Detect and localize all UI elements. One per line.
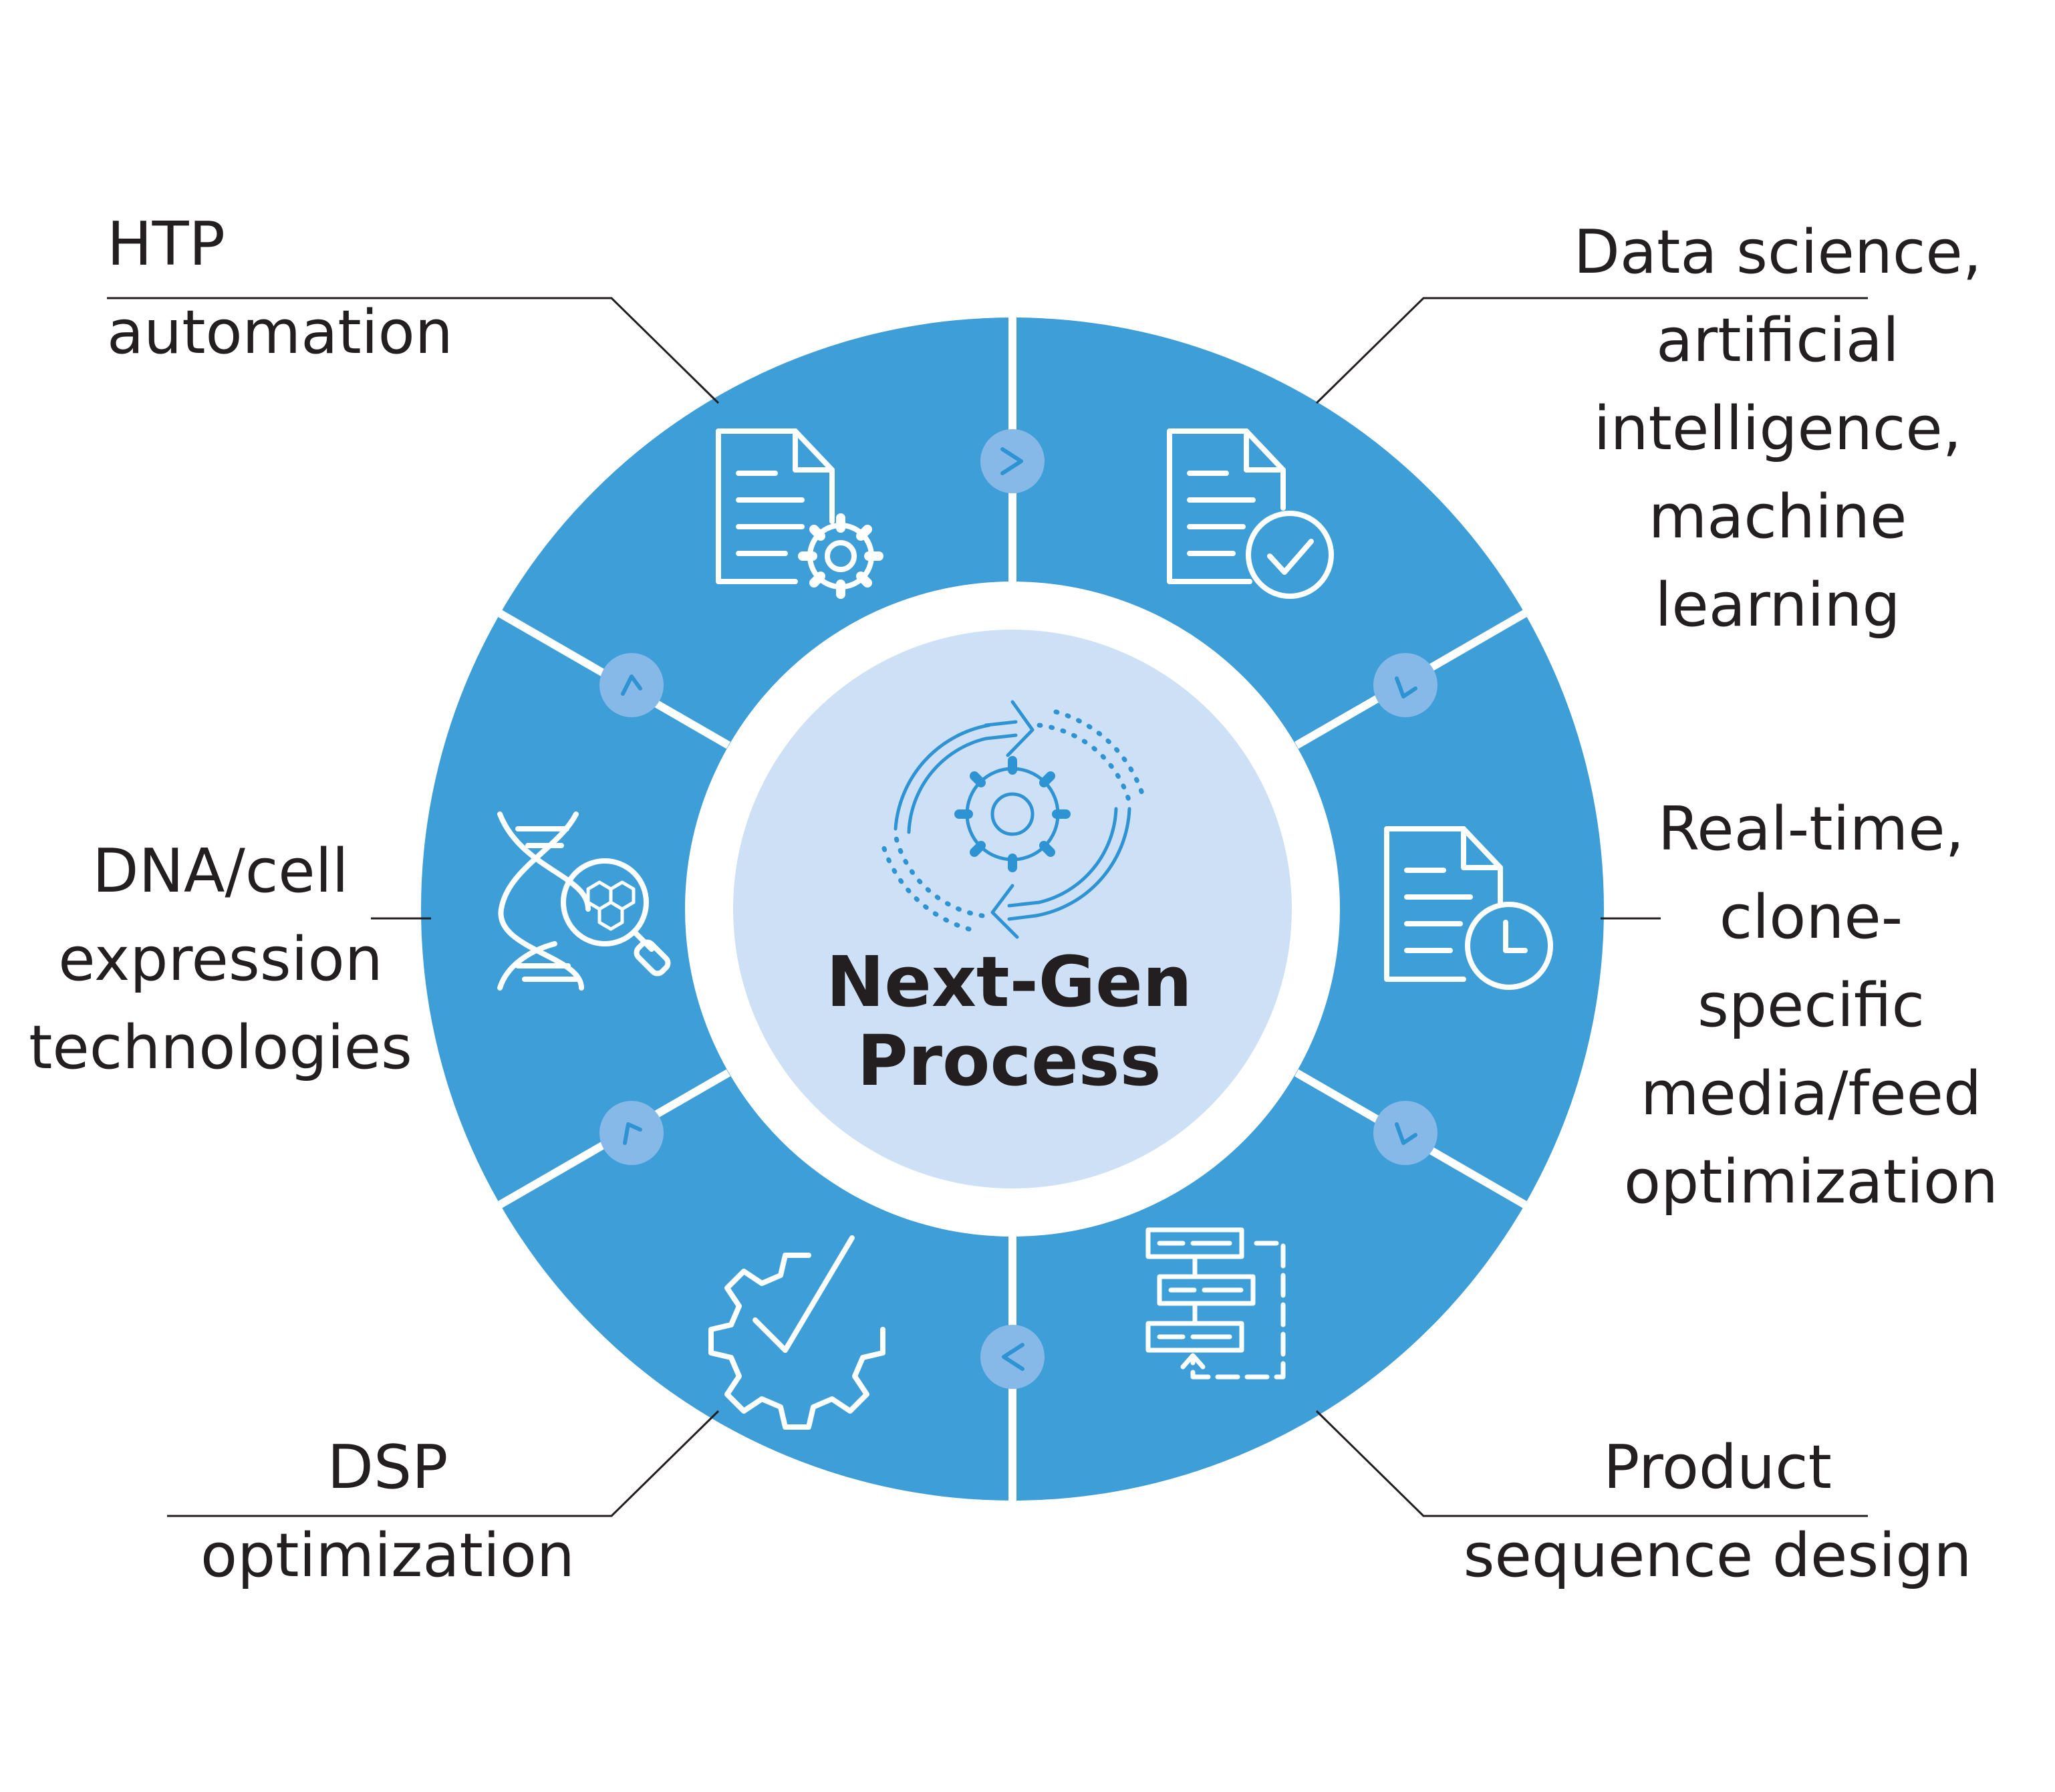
- label-htp-automation: HTP automation: [107, 209, 453, 368]
- label-dna-cell: DNA/cell expression technologies: [29, 836, 412, 1083]
- flowchart-icon: [1145, 1227, 1286, 1380]
- center-disc: [733, 630, 1292, 1188]
- connector-lower-right: [1373, 1101, 1437, 1165]
- leader-product: [1315, 1410, 1868, 1517]
- leader-dsp: [167, 1410, 720, 1517]
- cycle-gear-icon: [879, 700, 1145, 939]
- document-gear-icon: [716, 428, 883, 599]
- connector-upper-right: [1373, 653, 1437, 717]
- leader-lines: [107, 297, 1868, 1517]
- gear-check-icon: [708, 1235, 885, 1430]
- label-real-time: Real-time, clone- specific media/feed op…: [1624, 794, 1998, 1217]
- label-data-science: Data science, artificial intelligence, m…: [1573, 217, 1982, 640]
- connector-upper-left: [599, 653, 664, 717]
- center-title-line1: Next-Gen: [826, 941, 1192, 1023]
- leader-data-science: [1315, 297, 1868, 404]
- label-product-sequence: Product sequence design: [1463, 1432, 1972, 1591]
- document-check-icon: [1167, 428, 1334, 599]
- center-title: Next-Gen Process: [789, 942, 1230, 1100]
- leader-htp: [107, 297, 720, 404]
- label-dsp-optimization: DSP optimization: [200, 1432, 575, 1591]
- connector-bottom: [980, 1325, 1045, 1389]
- connector-lower-left: [599, 1101, 664, 1165]
- document-clock-icon: [1384, 826, 1553, 990]
- center-title-line2: Process: [857, 1020, 1161, 1102]
- connector-top: [980, 429, 1045, 493]
- dna-magnifier-icon: [497, 811, 671, 991]
